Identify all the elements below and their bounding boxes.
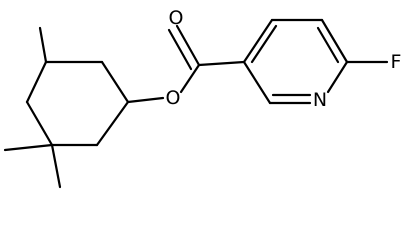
- bond-py-c2-c3: [242, 60, 272, 105]
- bond-py-c3-c4-inner: [250, 24, 278, 64]
- bond-ring-c3-c6: [25, 100, 54, 147]
- structure-canvas: O O N F: [3, 7, 402, 189]
- atom-carbonyl-oxygen: O: [169, 7, 184, 29]
- bond-methyl-5: [38, 26, 48, 64]
- bond-carbonyl-ring: [197, 60, 246, 67]
- bond-py-c5-c6-inner: [316, 26, 340, 64]
- bond-methyl-3a: [3, 143, 54, 152]
- bond-carbonyl-double-a: [175, 24, 201, 67]
- bond-ring-c4-c1: [100, 60, 130, 104]
- bond-ring-c1-c2: [95, 100, 130, 147]
- atom-ring-nitrogen: N: [313, 89, 327, 111]
- bond-ester-o-carbonyl: [179, 63, 201, 94]
- atom-fluorine: F: [391, 51, 402, 73]
- bond-methyl-3b: [50, 143, 62, 189]
- structure-drawing: O O N F: [3, 7, 402, 189]
- bond-py-c5-c6: [320, 18, 349, 64]
- atom-ester-oxygen: O: [166, 87, 181, 109]
- bond-carbonyl-double-b: [167, 28, 193, 71]
- bond-c1-ester-o: [126, 96, 165, 104]
- bond-ring-c6-c5: [25, 60, 48, 104]
- bond-py-c3-c4: [242, 18, 274, 64]
- bond-py-c6-n: [326, 60, 349, 94]
